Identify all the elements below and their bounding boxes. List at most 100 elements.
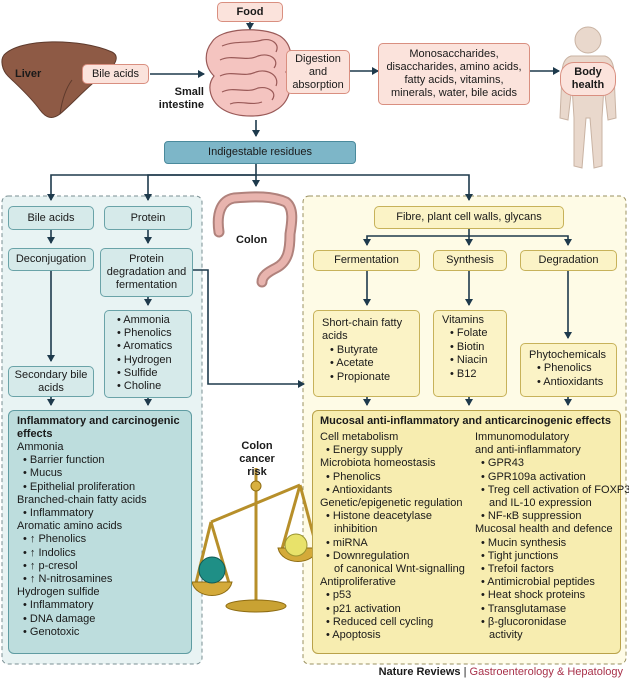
protein-product-item: • Sulfide	[117, 366, 158, 379]
protein-product-item: • Phenolics	[117, 327, 172, 340]
nutrients-box: Monosaccharides, disaccharides, amino ac…	[378, 43, 530, 105]
anti-inflammatory-effects-title: Mucosal anti-inflammatory and anticarcin…	[320, 415, 611, 427]
list-item: • Folate	[450, 327, 488, 340]
effect-item: • β-glucoronidase	[481, 615, 567, 628]
footer-credit: Nature Reviews | Gastroenterology & Hepa…	[379, 666, 623, 678]
protein-product-item: • Aromatics	[117, 340, 173, 353]
effect-item: • Inflammatory	[23, 507, 94, 520]
effect-item: inhibition	[334, 523, 378, 536]
protein-product-item: • Ammonia	[117, 314, 170, 326]
phytochemicals-box: Phytochemicals• Phenolics• Antioxidants	[520, 343, 617, 397]
effect-item: Antiproliferative	[320, 576, 396, 589]
colon-label: Colon	[236, 234, 268, 246]
effect-item: • Apoptosis	[326, 629, 381, 642]
synthesis-box: Synthesis	[433, 250, 507, 271]
bile-acids-top-box: Bile acids	[82, 64, 149, 84]
footer-brand: Nature Reviews	[378, 666, 461, 678]
food-box: Food	[217, 2, 283, 22]
effect-item: Aromatic amino acids	[17, 520, 123, 533]
effect-item: • NF-κB suppression	[481, 510, 582, 523]
effect-item: • Trefoil factors	[481, 563, 554, 576]
anti-inflammatory-effects-box: Mucosal anti-inflammatory and anticarcin…	[312, 410, 629, 654]
degradation-box: Degradation	[520, 250, 617, 271]
effect-item: activity	[489, 629, 523, 642]
effect-item: • p21 activation	[326, 602, 401, 615]
list-item: • Acetate	[330, 357, 374, 370]
effect-item: • Antimicrobial peptides	[481, 576, 595, 589]
small-intestine-label: Small intestine	[158, 86, 204, 111]
effect-item: • GPR109a activation	[481, 470, 586, 483]
footer-separator: |	[460, 666, 470, 678]
protein-box: Protein	[104, 206, 192, 230]
protein-product-item: • Hydrogen	[117, 353, 172, 366]
protein-products-list: • Ammonia• Phenolics• Aromatics• Hydroge…	[104, 310, 192, 398]
footer-journal: Gastroenterology & Hepatology	[469, 666, 623, 678]
effect-item: and anti-inflammatory	[475, 444, 581, 457]
effect-item: • Energy supply	[326, 444, 403, 457]
effect-item: • Tight junctions	[481, 549, 559, 562]
effect-item: • ↑ N-nitrosamines	[23, 573, 113, 586]
vitamins-box: Vitamins• Folate• Biotin• Niacin• B12	[433, 310, 507, 397]
effect-item: • GPR43	[481, 457, 524, 470]
effect-item: Hydrogen sulfide	[17, 586, 100, 599]
fibre-box: Fibre, plant cell walls, glycans	[374, 206, 564, 229]
effect-item: Ammonia	[17, 441, 64, 453]
effect-item: • Transglutamase	[481, 602, 567, 615]
protein-product-item: • Choline	[117, 380, 162, 393]
deconjugation-box: Deconjugation	[8, 248, 94, 271]
indigestable-residues-box: Indigestable residues	[164, 141, 356, 164]
list-item: • Biotin	[450, 340, 485, 353]
list-item: • Antioxidants	[537, 375, 604, 388]
effect-item: • Genotoxic	[23, 625, 80, 638]
effect-item: Genetic/epigenetic regulation	[320, 497, 463, 510]
effect-item: • Antioxidants	[326, 483, 393, 496]
inflammatory-effects-title: Inflammatory and carcinogenic effects	[17, 415, 180, 440]
effect-item: • p53	[326, 589, 352, 602]
effect-item: • DNA damage	[23, 612, 96, 625]
effect-item: • ↑ Indolics	[23, 546, 76, 559]
inflammatory-effects-box: Inflammatory and carcinogenic effects Am…	[8, 410, 192, 654]
effect-item: and IL-10 expression	[489, 497, 592, 510]
effect-item: • Treg cell activation of FOXP3	[481, 483, 629, 496]
secondary-bile-acids-box: Secondary bile acids	[8, 366, 94, 397]
effect-item: • Mucin synthesis	[481, 536, 567, 549]
list-item: • B12	[450, 367, 477, 380]
liver-label: Liver	[15, 68, 42, 80]
effect-item: • Heat shock proteins	[481, 589, 586, 602]
effect-item: • Downregulation	[326, 549, 410, 562]
effect-item: Branched-chain fatty acids	[17, 493, 147, 506]
effect-item: • Mucus	[23, 467, 63, 480]
effect-item: Mucosal health and defence	[475, 523, 613, 536]
effect-item: Microbiota homeostasis	[320, 457, 436, 470]
list-item: • Propionate	[330, 370, 391, 383]
scfa-box: Short-chain fatty acids• Butyrate• Aceta…	[313, 310, 420, 397]
liver-icon	[1, 41, 117, 118]
list-item: Short-chain fatty acids	[322, 317, 403, 343]
effect-item: • miRNA	[326, 536, 368, 549]
protein-degradation-box: Protein degradation and fermentation	[100, 248, 193, 297]
effect-item: • Phenolics	[326, 470, 381, 483]
human-body-icon	[559, 26, 617, 169]
bile-acids-box: Bile acids	[8, 206, 94, 230]
list-item: Vitamins	[442, 314, 484, 326]
effect-item: of canonical Wnt-signalling	[334, 563, 465, 576]
inflammatory-effects-list: Ammonia• Barrier function• Mucus• Epithe…	[17, 441, 183, 639]
list-item: • Niacin	[450, 354, 488, 367]
effect-item: • Epithelial proliferation	[23, 480, 136, 493]
effect-item: Immunomodulatory	[475, 431, 570, 443]
effect-item: • Inflammatory	[23, 599, 94, 612]
colon-cancer-risk-label: Colon cancer risk	[239, 440, 275, 478]
effect-item: • ↑ Phenolics	[23, 533, 87, 546]
fermentation-box: Fermentation	[313, 250, 420, 271]
body-health-box: Body health	[560, 62, 616, 96]
list-item: Phytochemicals	[529, 349, 607, 361]
effect-item: • Histone deacetylase	[326, 510, 432, 523]
effect-item: Cell metabolism	[320, 431, 399, 443]
effect-item: • ↑ p-cresol	[23, 559, 78, 572]
list-item: • Phenolics	[537, 362, 592, 375]
digestion-box: Digestion and absorption	[286, 50, 350, 94]
small-intestine-icon	[205, 29, 292, 117]
effect-item: • Barrier function	[23, 454, 105, 467]
